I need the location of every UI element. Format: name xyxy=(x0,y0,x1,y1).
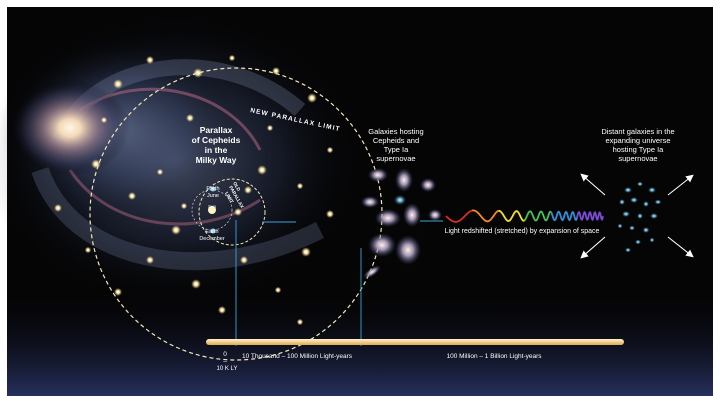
host-galaxy-cluster xyxy=(361,168,442,279)
star xyxy=(156,168,164,176)
scale-label-near: 0 xyxy=(223,351,227,358)
redshift-wave-segment xyxy=(471,209,499,223)
sun-label: Sun xyxy=(208,204,217,209)
distant-galaxy-cluster xyxy=(617,181,662,253)
star xyxy=(146,256,154,264)
star xyxy=(180,202,188,210)
distant-title: supernovae xyxy=(618,154,657,163)
star xyxy=(171,225,181,235)
distant-title: expanding universe xyxy=(605,136,670,145)
earth-june-label: Earth xyxy=(206,186,219,192)
star xyxy=(274,286,282,294)
sun-icon xyxy=(208,206,216,214)
hosts-title: Type Ia xyxy=(384,145,409,154)
star xyxy=(301,247,311,257)
parallax-title: Parallax xyxy=(200,125,233,135)
cepheid-star xyxy=(234,208,242,216)
distant-title: hosting Type Ia xyxy=(613,145,665,154)
earth-december-label: December xyxy=(199,236,225,242)
redshift-wave-segment xyxy=(445,209,473,223)
star xyxy=(186,114,194,122)
star xyxy=(100,116,108,124)
star xyxy=(128,192,136,200)
star xyxy=(54,204,62,212)
star-field xyxy=(54,54,334,326)
scale-label-near: 10 K LY xyxy=(217,366,238,372)
star xyxy=(193,68,203,78)
old-parallax-limit-label: LIMIT xyxy=(224,191,234,204)
redshift-label: Light redshifted (stretched) by expansio… xyxy=(445,228,600,235)
redshift-spectrum xyxy=(445,209,604,223)
arrow-icon xyxy=(667,236,694,258)
star xyxy=(91,159,101,169)
star xyxy=(146,56,154,64)
star xyxy=(113,79,123,89)
star xyxy=(240,256,248,264)
old-parallax-limit-ring xyxy=(198,178,266,246)
hosts-title: Galaxies hosting xyxy=(368,127,423,136)
star xyxy=(244,186,252,194)
timeline-bar xyxy=(206,339,624,345)
spiral-galaxy-image xyxy=(0,10,365,310)
scale-label-mid: 10 Thousand – 100 Million Light-years xyxy=(242,353,353,360)
star xyxy=(296,318,304,326)
earth-icon xyxy=(210,228,216,234)
earth-june-label: June xyxy=(207,193,219,199)
old-parallax-limit-label: OLD xyxy=(232,181,242,192)
star xyxy=(114,288,122,296)
star xyxy=(272,67,280,75)
star xyxy=(191,279,201,289)
scale-label-far: 100 Million – 1 Billion Light-years xyxy=(446,353,542,360)
star xyxy=(218,306,226,314)
redshift-wave-segment xyxy=(498,209,525,222)
earth-december-label: Earth xyxy=(205,229,218,235)
star xyxy=(84,246,92,254)
star xyxy=(228,54,236,62)
arrow-icon xyxy=(667,174,694,196)
redshift-wave-segment xyxy=(576,210,604,222)
redshift-wave-segment xyxy=(550,210,578,222)
earth-icon xyxy=(210,186,216,192)
parallax-title: Milky Way xyxy=(196,155,237,165)
star xyxy=(257,165,267,175)
distant-title: Distant galaxies in the xyxy=(601,127,674,136)
star xyxy=(326,210,334,218)
arrow-icon xyxy=(580,173,606,196)
redshift-wave-segment xyxy=(523,210,552,222)
parallax-title: of Cepheids xyxy=(192,135,241,145)
hosts-title: supernovae xyxy=(376,154,415,163)
arrow-icon xyxy=(580,236,606,259)
scale-label-near: – xyxy=(223,358,227,365)
star xyxy=(296,182,304,190)
hosts-title: Cepheids and xyxy=(373,136,419,145)
parallax-title: in the xyxy=(205,145,228,155)
star xyxy=(307,93,317,103)
star xyxy=(266,124,274,132)
star xyxy=(326,146,334,154)
